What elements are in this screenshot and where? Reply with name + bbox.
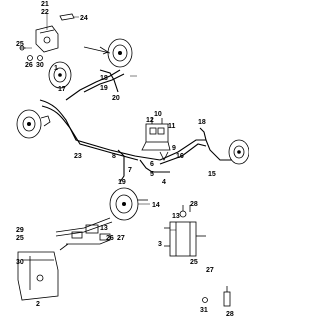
leader-lines: [26, 14, 176, 231]
callout-13-lower: 13: [100, 225, 108, 232]
callout-24: 24: [80, 15, 88, 22]
callout-28: 28: [190, 201, 198, 208]
front-drum-right: [228, 139, 249, 165]
callout-14: 14: [152, 202, 160, 209]
callout-5: 5: [150, 171, 154, 178]
callout-7: 7: [128, 167, 132, 174]
callout-26: 26: [25, 62, 33, 69]
callout-25-lower: 25: [16, 235, 24, 242]
callout-19-lower: 19: [118, 179, 126, 186]
callout-27: 27: [117, 235, 125, 242]
callout-3: 3: [158, 241, 162, 248]
callout-18: 18: [100, 75, 108, 82]
callout-labels: 21 22 24 25 26 30 1 17 18 19 20 23 8 7 1…: [16, 1, 234, 318]
callout-23: 23: [74, 153, 82, 160]
callout-28-lower: 28: [226, 311, 234, 318]
callout-20: 20: [112, 95, 120, 102]
callout-25-right: 25: [190, 259, 198, 266]
callout-1: 1: [54, 65, 58, 72]
callout-16: 16: [176, 153, 184, 160]
rear-drum-top-right: [83, 38, 133, 68]
callout-2: 2: [36, 301, 40, 308]
callout-30: 30: [36, 62, 44, 69]
rear-drum-top-left: [48, 61, 72, 89]
callout-13: 13: [172, 213, 180, 220]
washer-30-top: [37, 55, 43, 61]
nut-26-top: [27, 55, 33, 61]
front-drum-left: [16, 109, 51, 139]
callout-10: 10: [154, 111, 162, 118]
proportioning-valve: [164, 205, 206, 257]
callout-11: 11: [168, 123, 176, 130]
bolt-25-top: [19, 45, 26, 51]
callout-21: 21: [41, 1, 49, 8]
callout-30-lower: 30: [16, 259, 24, 266]
bottom-right-fitting: [202, 286, 231, 307]
callout-8: 8: [112, 153, 116, 160]
callout-9: 9: [172, 145, 176, 152]
brake-pipe-network: [39, 69, 232, 183]
master-cylinder-cluster: [141, 118, 171, 161]
callout-17: 17: [58, 86, 66, 93]
callout-22: 22: [41, 9, 49, 16]
callout-31: 31: [200, 307, 208, 314]
callout-15: 15: [208, 171, 216, 178]
lower-hoses: [55, 217, 113, 251]
callout-29: 29: [16, 227, 24, 234]
callout-26-lower: 26: [106, 235, 114, 242]
callout-4: 4: [162, 179, 166, 186]
brake-line-exploded-diagram: 21 22 24 25 26 30 1 17 18 19 20 23 8 7 1…: [16, 1, 249, 318]
callout-6: 6: [150, 161, 154, 168]
callout-27-right: 27: [206, 267, 214, 274]
lower-bracket: [17, 251, 59, 301]
callout-19: 19: [100, 85, 108, 92]
callout-18-right: 18: [198, 119, 206, 126]
callout-25: 25: [16, 41, 24, 48]
callout-12: 12: [146, 117, 154, 124]
top-bracket: [35, 13, 79, 53]
